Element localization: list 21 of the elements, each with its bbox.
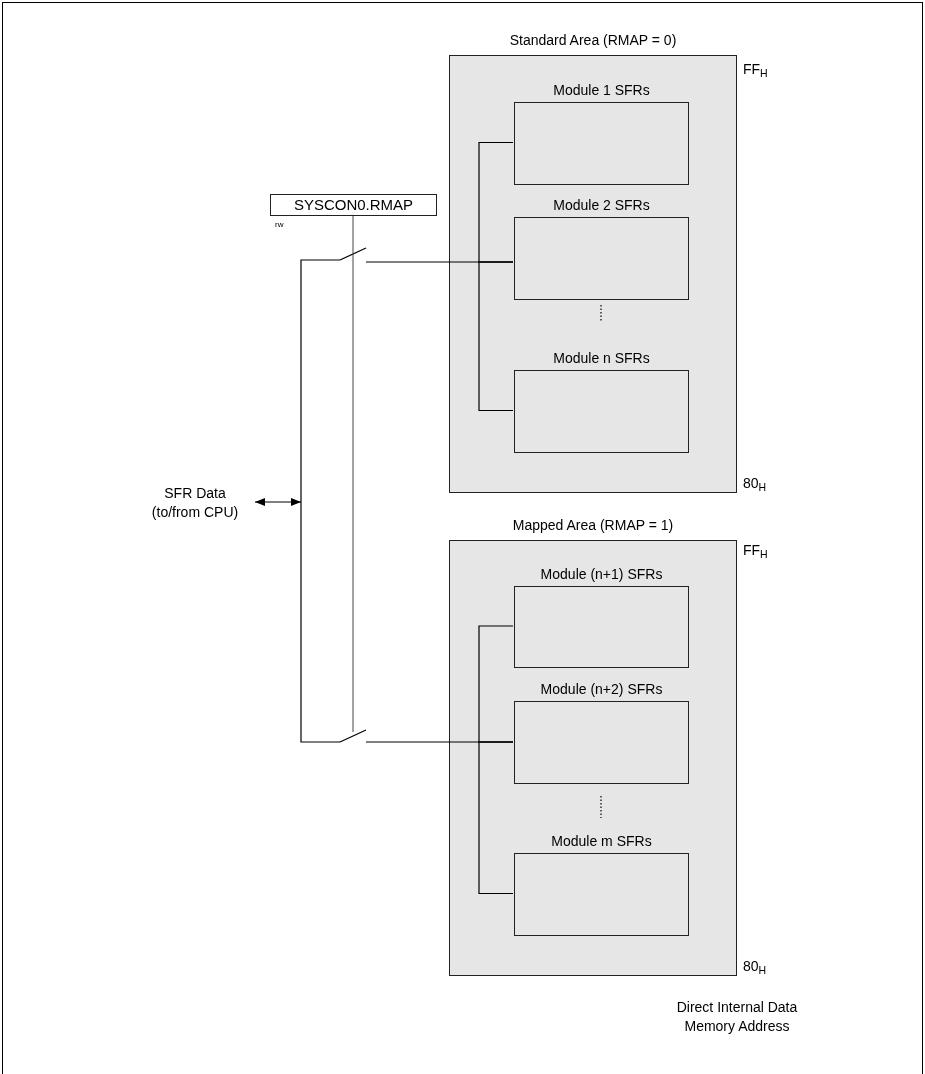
axis-caption: Direct Internal Data Memory Address <box>675 998 799 1036</box>
address-label: 80$_{H}$ <box>743 957 767 976</box>
connector-line <box>478 141 514 263</box>
module-label: Module 2 SFRs <box>552 196 651 214</box>
module-label: Module n SFRs <box>552 349 651 367</box>
module-label: Module m SFRs <box>550 832 653 850</box>
area-heading: Standard Area (RMAP = 0) <box>508 31 678 49</box>
signal-label: SFR Data (to/from CPU) <box>150 484 240 522</box>
connector-line <box>478 741 514 895</box>
address-label: FF$_{H}$ <box>743 60 768 79</box>
connector-line <box>478 625 514 743</box>
area-heading: Mapped Area (RMAP = 1) <box>511 516 675 534</box>
module-label: Module 1 SFRs <box>552 81 651 99</box>
connector-line <box>478 261 514 412</box>
module-label: Module (n+1) SFRs <box>539 565 664 583</box>
arrow <box>254 498 302 506</box>
address-label: FF$_{H}$ <box>743 541 768 560</box>
module-label: Module (n+2) SFRs <box>539 680 664 698</box>
address-label: 80$_{H}$ <box>743 474 767 493</box>
access-label: rw <box>275 220 284 229</box>
register-name: SYSCON0.RMAP <box>293 196 414 214</box>
